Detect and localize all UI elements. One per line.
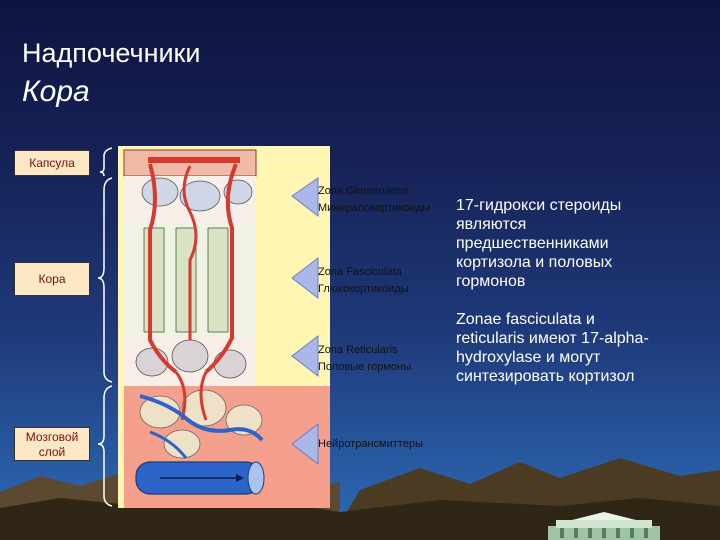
slide-subtitle: Кора [22,75,90,108]
zone-glomerulosa-tag: Zona Glomerulosa Минералокортикоиды [318,183,430,217]
capsule-label: Капсула [14,150,90,176]
medulla-label-line2: слой [38,445,66,459]
medulla-label: Мозговой слой [14,427,90,461]
precursor-note-line: 17-гидрокси стероиды [456,197,622,214]
zone-glomerulosa-hormones: Минералокортикоиды [318,202,431,214]
zone-reticularis-tag: Zona Reticularis Половые гормоны [318,342,411,376]
zone-fasciculata-hormones: Глюкокортикоиды [318,283,409,295]
precursor-note-line: гормонов [456,273,526,290]
zone-reticularis-hormones: Половые гормоны [318,361,412,373]
zone-fasciculata-name: Zona Fasciculata [318,266,402,278]
hydroxylase-note-line: hydroxylase и могут [456,349,601,366]
zone-medulla-hormones: Нейротрансмиттеры [318,438,423,450]
precursor-note: 17-гидрокси стероиды являются предшестве… [456,196,712,291]
zone-fasciculata-tag: Zona Fasciculata Глюкокортикоиды [318,264,409,298]
precursor-note-line: кортизола и половых [456,254,613,271]
hydroxylase-note: Zonae fasciculata и reticularis имеют 17… [456,310,712,386]
zone-reticularis-name: Zona Reticularis [318,344,398,356]
precursor-note-line: являются [456,216,527,233]
hydroxylase-note-line: Zonae fasciculata и [456,311,595,328]
slide-title: Надпочечники [22,38,201,68]
hydroxylase-note-line: синтезировать кортизол [456,368,635,385]
hydroxylase-note-line: reticularis имеют 17-alpha- [456,330,649,347]
cortex-label: Кора [14,262,90,296]
zone-glomerulosa-name: Zona Glomerulosa [318,185,409,197]
zone-medulla-tag: Нейротрансмиттеры [318,436,423,453]
precursor-note-line: предшественниками [456,235,609,252]
medulla-label-line1: Мозговой [25,430,79,444]
